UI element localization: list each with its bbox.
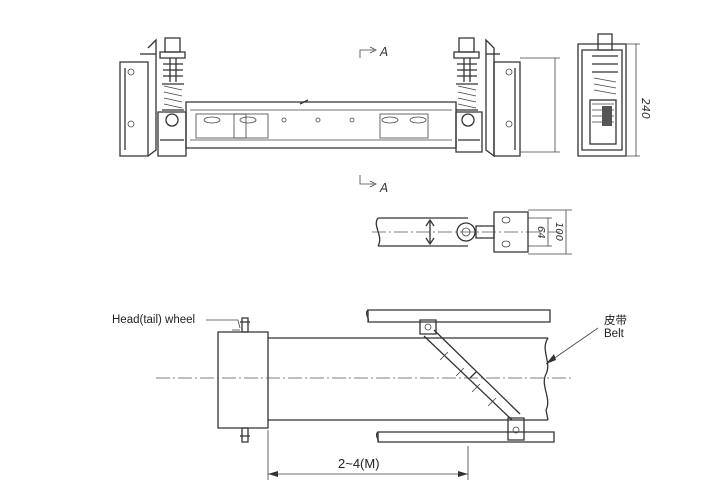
dim-100-label: 100 bbox=[553, 222, 564, 241]
front-view bbox=[119, 37, 560, 158]
belt-label-en: Belt bbox=[604, 328, 625, 340]
section-label-bottom: A bbox=[379, 181, 388, 195]
dim-height-label: 240 bbox=[639, 98, 652, 119]
dim-64-label: 64 bbox=[535, 226, 546, 239]
distance-label: 2~4(M) bbox=[338, 456, 380, 471]
section-detail: 64 100 bbox=[372, 209, 572, 255]
installation-diagram: Head(tail) wheel 皮带 Belt 2~4(M) bbox=[112, 309, 627, 480]
side-view: 240 bbox=[577, 33, 652, 157]
section-label-top: A bbox=[379, 45, 388, 59]
belt-label-cn: 皮带 bbox=[604, 314, 627, 327]
section-marks: A A bbox=[359, 45, 388, 195]
head-wheel-label: Head(tail) wheel bbox=[112, 314, 195, 326]
